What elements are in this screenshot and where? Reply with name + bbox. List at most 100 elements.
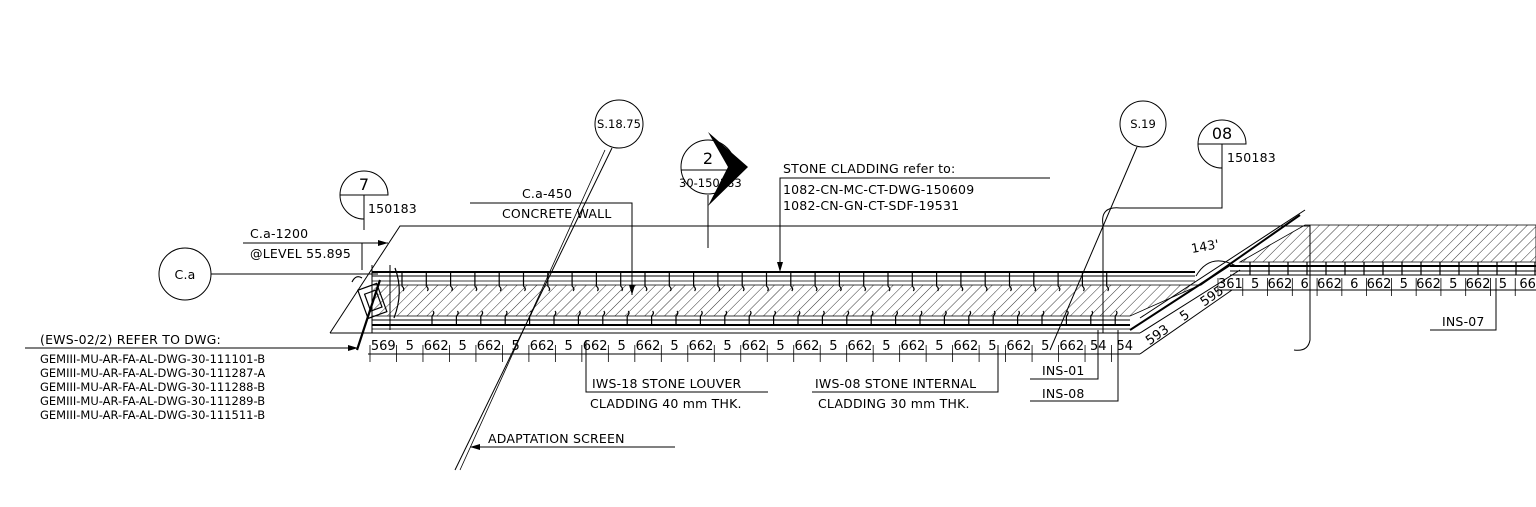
label-iws18: IWS-18 STONE LOUVER CLADDING 40 mm THK. <box>585 340 768 411</box>
label-concrete-wall: C.a-450 CONCRETE WALL <box>470 186 635 295</box>
anchor-icon <box>504 310 508 326</box>
dim-bottom-value: 5 <box>935 339 943 354</box>
anchor-icon <box>553 310 557 326</box>
dim-right-value: 5 <box>1400 277 1408 292</box>
dim-bottom-value: 662 <box>583 339 608 354</box>
anchor-icon <box>863 273 867 292</box>
ins07-text: INS-07 <box>1442 314 1485 329</box>
anchor-icon <box>1041 310 1045 326</box>
anchor-row-top <box>401 273 1110 292</box>
label-stone-cladding: STONE CLADDING refer to: 1082-CN-MC-CT-D… <box>777 161 1050 272</box>
anchor-icon <box>455 310 459 326</box>
dim-right-value: 6 <box>1301 277 1309 292</box>
dim-bottom-value: 662 <box>424 339 449 354</box>
anchor-icon <box>547 273 551 292</box>
anchor-icon <box>620 273 624 292</box>
anchor-icon <box>790 273 794 292</box>
ca450-text: C.a-450 <box>522 186 572 201</box>
dim-bottom-value: 5 <box>829 339 837 354</box>
dim-bottom-value: 5 <box>670 339 678 354</box>
anchor-icon <box>675 310 679 326</box>
section-marker-7: 7 150183 <box>339 170 417 230</box>
anchor-icon <box>651 310 654 326</box>
dim-right-value: 5 <box>1449 277 1457 292</box>
anchor-icon <box>1017 310 1020 326</box>
iws18-line1: IWS-18 STONE LOUVER <box>592 376 742 391</box>
anchor-icon <box>699 310 703 326</box>
section-arrow-icon <box>708 132 748 206</box>
anchor-icon <box>474 273 478 292</box>
ins01-text: INS-01 <box>1042 363 1085 378</box>
dim-bottom-value: 662 <box>477 339 502 354</box>
label-ins07: INS-07 <box>1430 278 1497 331</box>
dwg-ref-3: GEMIII-MU-AR-FA-AL-DWG-30-111288-B <box>40 380 265 394</box>
dim-bottom-value: 662 <box>848 339 873 354</box>
anchor-icon <box>577 310 581 326</box>
grid-line-s19: S.19 <box>1049 100 1167 351</box>
anchor-icon <box>765 273 769 292</box>
anchor-icon <box>1090 310 1094 326</box>
dim-bottom-value: 662 <box>1059 339 1084 354</box>
dim-bottom-value: 5 <box>1041 339 1049 354</box>
dwg-ref-1: GEMIII-MU-AR-FA-AL-DWG-30-111101-B <box>40 352 265 366</box>
anchor-icon <box>797 310 801 326</box>
adaptation-text: ADAPTATION SCREEN <box>488 431 625 446</box>
wall-body <box>329 207 1536 351</box>
dwg-ref-5: GEMIII-MU-AR-FA-AL-DWG-30-111511-B <box>40 408 265 422</box>
angle-annotation: 143' <box>1190 236 1237 277</box>
dim-bottom-value: 5 <box>564 339 572 354</box>
dim-bottom-value: 662 <box>742 339 767 354</box>
dim-bottom-value: 662 <box>795 339 820 354</box>
ins08-text: INS-08 <box>1042 386 1085 401</box>
dim-right-value: 662 <box>1317 277 1342 292</box>
label-ews-refs: (EWS-02/2) REFER TO DWG: GEMIII-MU-AR-FA… <box>25 332 358 422</box>
hatched-wall-right <box>1238 224 1536 263</box>
anchor-icon <box>595 273 599 292</box>
dim-bottom-value: 5 <box>512 339 520 354</box>
anchor-icon <box>838 273 842 292</box>
dim-bottom-value: 5 <box>459 339 467 354</box>
dim-bottom-value: 5 <box>776 339 784 354</box>
section-marker-08: 08 150183 <box>1120 119 1276 209</box>
dim-diagonal-value: 5 <box>1177 308 1192 325</box>
dim-right-value: 5 <box>1251 277 1259 292</box>
grid-ca-label: C.a <box>175 267 196 282</box>
label-ca1200: C.a-1200 @LEVEL 55.895 <box>243 226 388 270</box>
level-text: @LEVEL 55.895 <box>250 246 351 261</box>
dim-bottom-value: 5 <box>406 339 414 354</box>
dim-right-value: 662 <box>1416 277 1441 292</box>
dim-bottom-value: 662 <box>1006 339 1031 354</box>
anchor-icon <box>1081 273 1085 292</box>
anchor-icon <box>968 310 972 326</box>
angle-text: 143' <box>1190 236 1220 256</box>
dim-diagonal-value: 593 <box>1143 322 1172 349</box>
dim-right-value: 66 <box>1519 277 1536 292</box>
anchor-icon <box>748 310 752 326</box>
label-iws08: IWS-08 STONE INTERNAL CLADDING 30 mm THK… <box>812 345 999 411</box>
anchor-icon <box>821 310 825 326</box>
dim-right-value: 662 <box>1466 277 1491 292</box>
anchor-icon <box>717 273 721 292</box>
anchor-icon <box>846 310 850 326</box>
dwg-ref-2: GEMIII-MU-AR-FA-AL-DWG-30-111287-A <box>40 366 265 380</box>
anchor-icon <box>480 310 484 326</box>
cladding-ref1-text: 1082-CN-MC-CT-DWG-150609 <box>783 182 974 197</box>
dim-right-value: 662 <box>1367 277 1392 292</box>
dim-right-value: 6 <box>1350 277 1358 292</box>
dim-bottom-value: 662 <box>530 339 555 354</box>
iws18-line2: CLADDING 40 mm THK. <box>590 396 742 411</box>
anchor-icon <box>773 310 776 326</box>
dimension-line-bottom: 569 5 662 5 662 5 662 5 662 5 662 5 662 5 662 5 662 5 662 5… <box>368 339 1140 362</box>
dim-bottom-value: 662 <box>953 339 978 354</box>
marker-08-ref: 150183 <box>1227 150 1276 165</box>
anchor-icon <box>1114 310 1118 326</box>
dim-bottom-value: 662 <box>900 339 925 354</box>
anchor-icon <box>1106 273 1110 292</box>
ca1200-text: C.a-1200 <box>250 226 308 241</box>
anchor-icon <box>936 273 939 292</box>
stone-cladding-text: STONE CLADDING refer to: <box>783 161 955 176</box>
dim-bottom-value: 569 <box>371 339 396 354</box>
iws08-line2: CLADDING 30 mm THK. <box>818 396 970 411</box>
dim-bottom-value: 5 <box>882 339 890 354</box>
